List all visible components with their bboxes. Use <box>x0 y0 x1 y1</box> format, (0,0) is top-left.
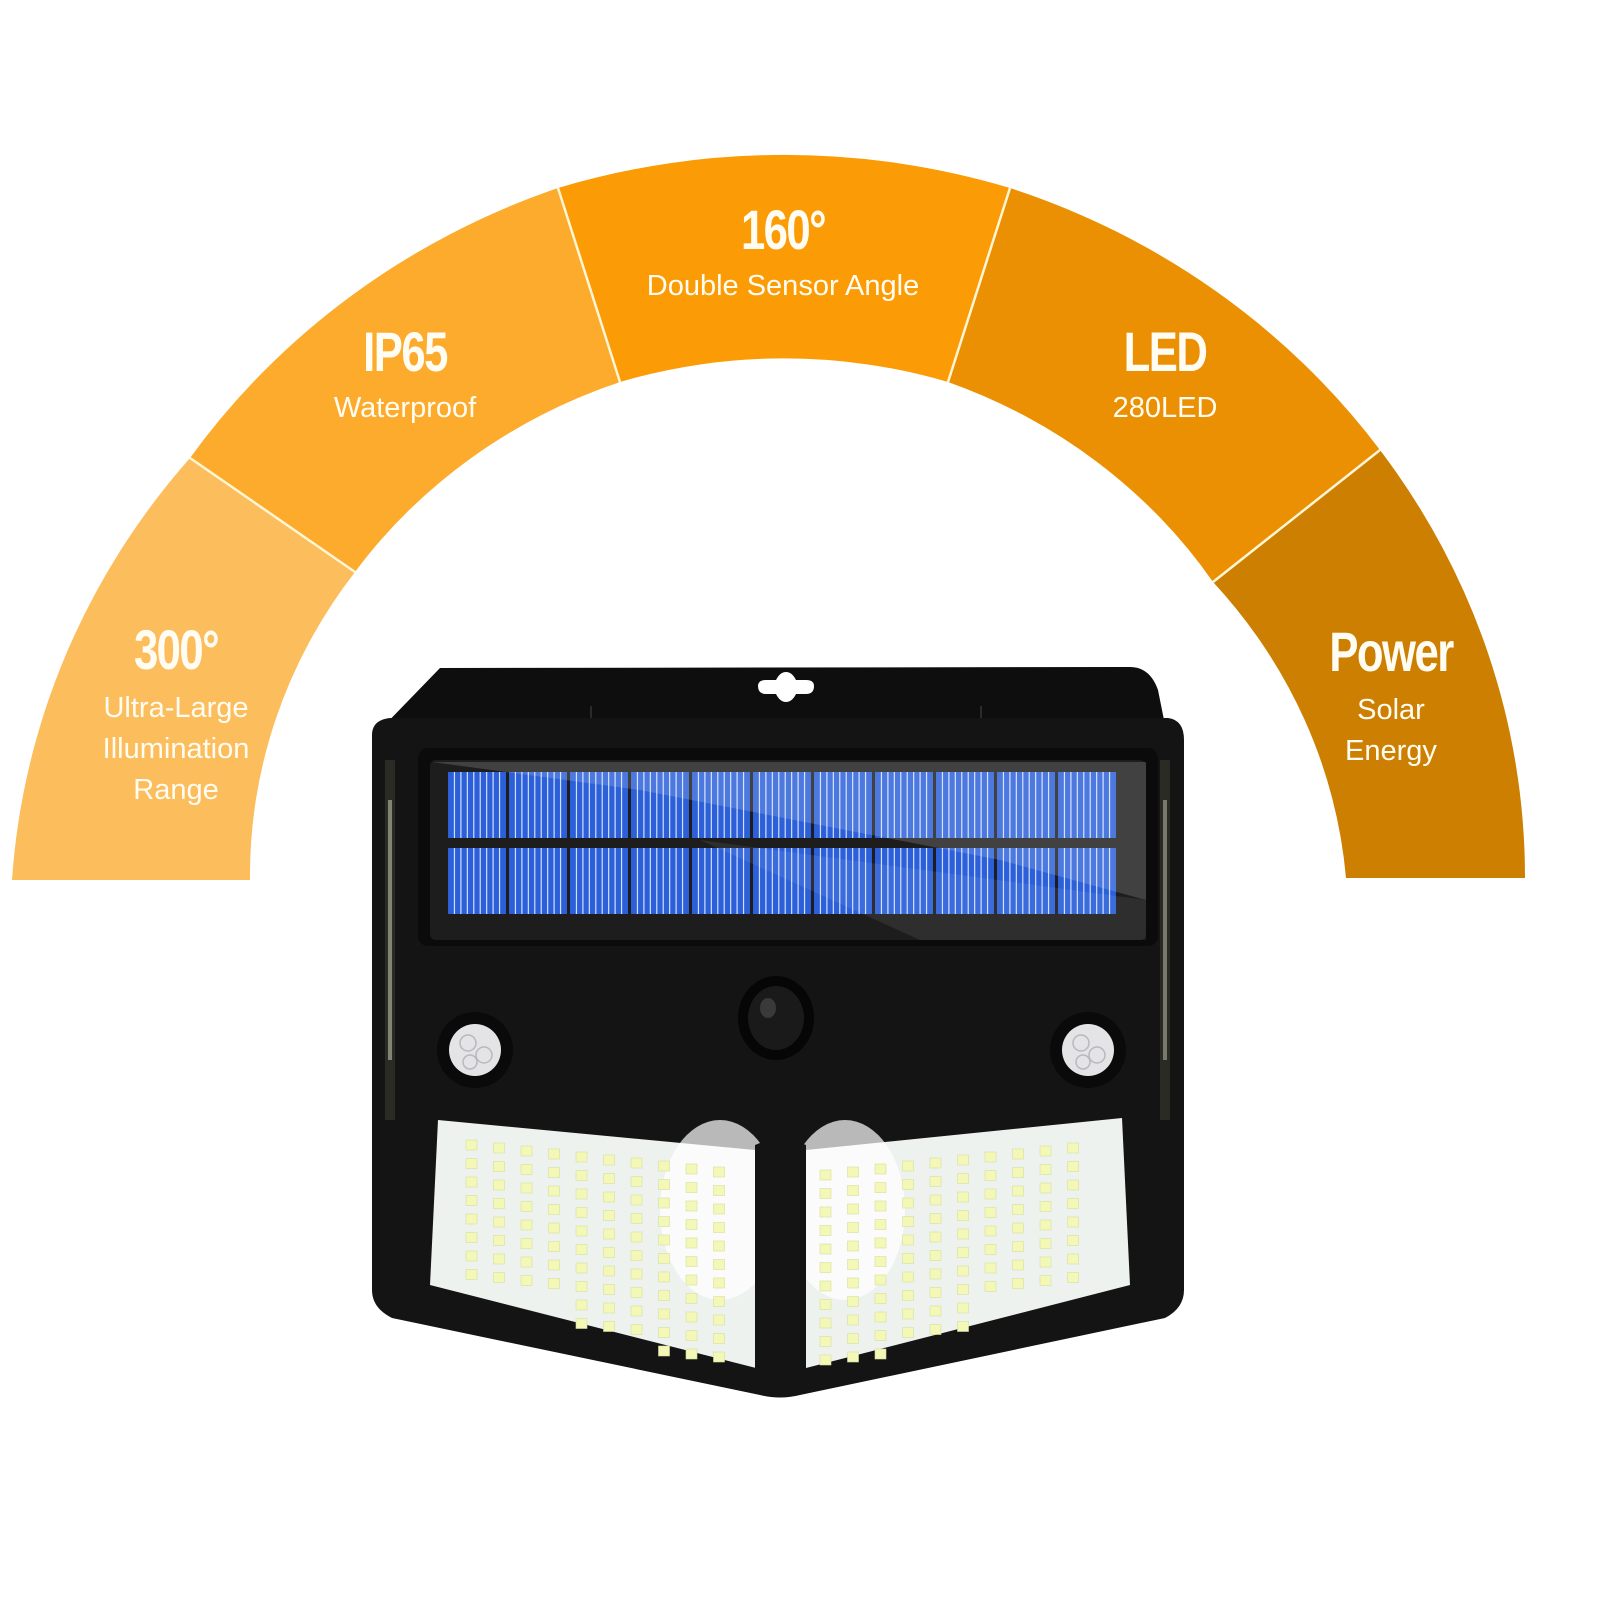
hanger-hole-icon <box>758 672 814 702</box>
feature-title: 160° <box>740 198 827 261</box>
feature-subtitle: Ultra-Large Illumination Range <box>102 692 250 806</box>
feature-subtitle: Double Sensor Angle <box>646 270 920 302</box>
arc-segment-ip65 <box>190 188 620 572</box>
feature-160-degree: 160° Double Sensor Angle <box>647 200 919 307</box>
feature-title: Power <box>1329 620 1454 683</box>
arc-segment-power <box>1213 450 1526 878</box>
feature-title: IP65 <box>363 320 448 383</box>
motion-sensor-right <box>1050 1012 1126 1088</box>
feature-subtitle: Solar Energy <box>1345 694 1437 767</box>
feature-title: LED <box>1123 320 1208 383</box>
solar-panel <box>448 772 1116 914</box>
arc-segment-300 <box>12 458 355 880</box>
feature-title: 300° <box>133 618 220 681</box>
led-chips-right <box>819 1142 1079 1366</box>
arc-segment-led <box>948 188 1380 582</box>
feature-ip65: IP65 Waterproof <box>334 322 476 429</box>
feature-subtitle: 280LED <box>1112 392 1218 424</box>
light-sensor <box>738 976 814 1060</box>
solar-light-device <box>372 667 1184 1398</box>
motion-sensor-left <box>437 1012 513 1088</box>
arc-dividers <box>189 187 1381 583</box>
feature-300-degree: 300° Ultra-Large Illumination Range <box>103 620 250 811</box>
feature-power: Power Solar Energy <box>1312 622 1470 772</box>
feature-led: LED 280LED <box>1112 322 1218 429</box>
led-chips-left <box>465 1139 725 1363</box>
feature-subtitle: Waterproof <box>333 392 477 424</box>
arc-segment-160 <box>558 154 1010 382</box>
